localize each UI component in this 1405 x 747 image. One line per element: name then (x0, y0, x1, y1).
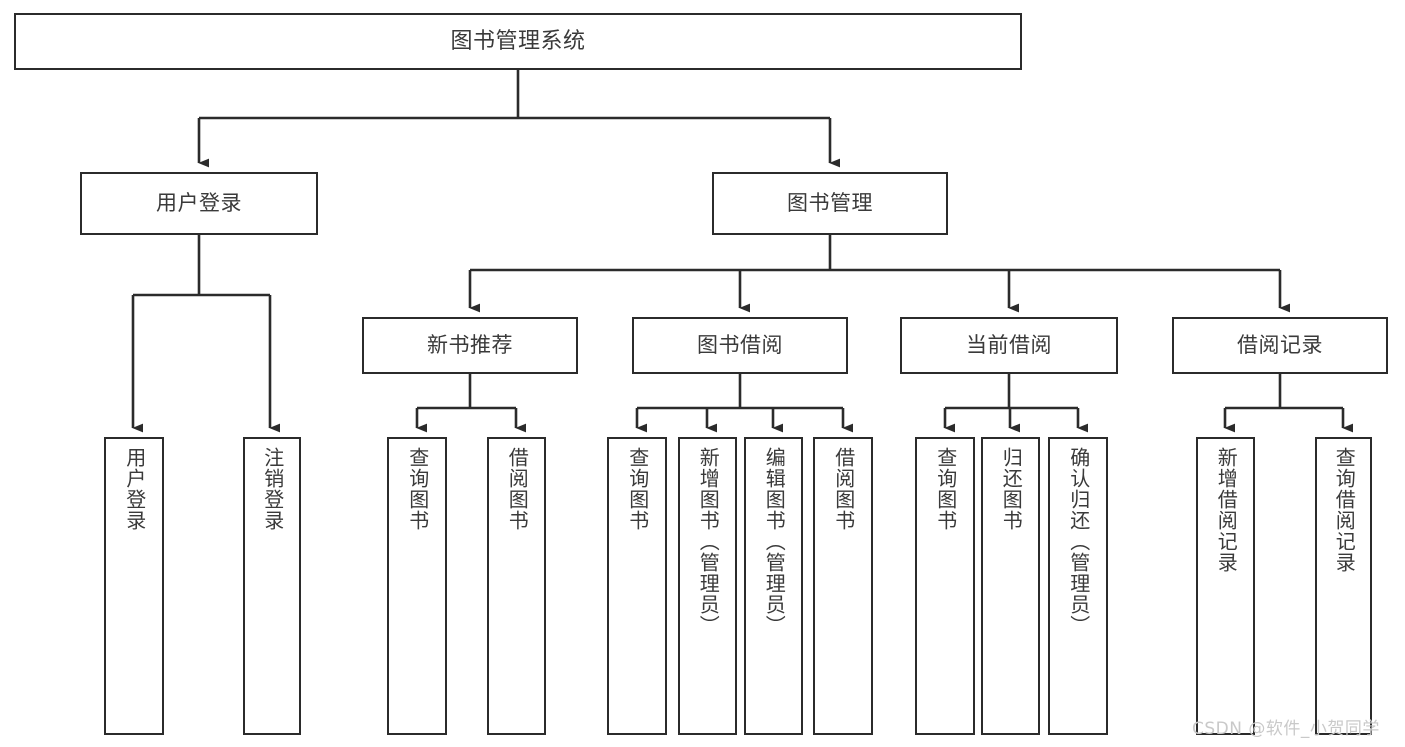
connector-group-book-borrow (635, 374, 854, 433)
node-borrow-record[interactable]: 借阅记录 (1172, 317, 1388, 374)
node-leaf-query-book-3[interactable]: 查询图书 (915, 437, 975, 735)
node-leaf-query-record[interactable]: 查询借阅记录 (1315, 437, 1372, 735)
connector-group-user-login (131, 235, 281, 433)
node-book-borrow[interactable]: 图书借阅 (632, 317, 848, 374)
connector-group-root (197, 70, 841, 168)
node-leaf-query-book-1-label: 查询图书 (405, 447, 430, 531)
node-leaf-query-book-1[interactable]: 查询图书 (387, 437, 447, 735)
node-leaf-confirm-return-label: 确认归还（管理员） (1066, 447, 1091, 636)
node-leaf-borrow-book-1[interactable]: 借阅图书 (487, 437, 546, 735)
node-leaf-return-book[interactable]: 归还图书 (981, 437, 1040, 735)
node-leaf-borrow-book-1-label: 借阅图书 (505, 447, 530, 531)
node-book-borrow-label: 图书借阅 (697, 333, 783, 358)
node-leaf-borrow-book-2-label: 借阅图书 (831, 447, 856, 531)
node-current-borrow[interactable]: 当前借阅 (900, 317, 1118, 374)
node-leaf-query-book-2[interactable]: 查询图书 (607, 437, 667, 735)
node-leaf-logout-label: 注销登录 (260, 447, 285, 531)
node-leaf-add-book[interactable]: 新增图书（管理员） (678, 437, 737, 735)
node-leaf-edit-book-label: 编辑图书（管理员） (762, 447, 787, 636)
node-leaf-return-book-label: 归还图书 (999, 447, 1024, 531)
node-root[interactable]: 图书管理系统 (14, 13, 1022, 70)
node-new-book-rec[interactable]: 新书推荐 (362, 317, 578, 374)
node-leaf-borrow-book-2[interactable]: 借阅图书 (813, 437, 873, 735)
node-leaf-logout[interactable]: 注销登录 (243, 437, 301, 735)
node-leaf-query-book-2-label: 查询图书 (625, 447, 650, 531)
csdn-watermark: CSDN @软件_小贺同学 (1192, 719, 1380, 739)
connector-group-book-manage (468, 235, 1291, 313)
node-current-borrow-label: 当前借阅 (966, 333, 1052, 358)
node-book-manage[interactable]: 图书管理 (712, 172, 948, 235)
node-book-manage-label: 图书管理 (787, 191, 873, 216)
connector-group-current-borrow (943, 374, 1089, 433)
connector-group-borrow-record (1223, 374, 1354, 433)
node-new-book-rec-label: 新书推荐 (427, 333, 513, 358)
node-leaf-query-book-3-label: 查询图书 (933, 447, 958, 531)
node-leaf-user-login[interactable]: 用户登录 (104, 437, 164, 735)
node-leaf-query-record-label: 查询借阅记录 (1332, 447, 1357, 573)
node-leaf-add-record[interactable]: 新增借阅记录 (1196, 437, 1255, 735)
node-user-login-label: 用户登录 (156, 191, 242, 216)
node-leaf-add-book-label: 新增图书（管理员） (696, 447, 721, 636)
node-borrow-record-label: 借阅记录 (1237, 333, 1323, 358)
node-user-login[interactable]: 用户登录 (80, 172, 318, 235)
node-root-label: 图书管理系统 (450, 28, 586, 54)
node-leaf-add-record-label: 新增借阅记录 (1214, 447, 1239, 573)
node-leaf-edit-book[interactable]: 编辑图书（管理员） (744, 437, 803, 735)
node-leaf-user-login-label: 用户登录 (122, 447, 147, 531)
node-leaf-confirm-return[interactable]: 确认归还（管理员） (1048, 437, 1108, 735)
connector-group-new-book-rec (415, 374, 527, 433)
